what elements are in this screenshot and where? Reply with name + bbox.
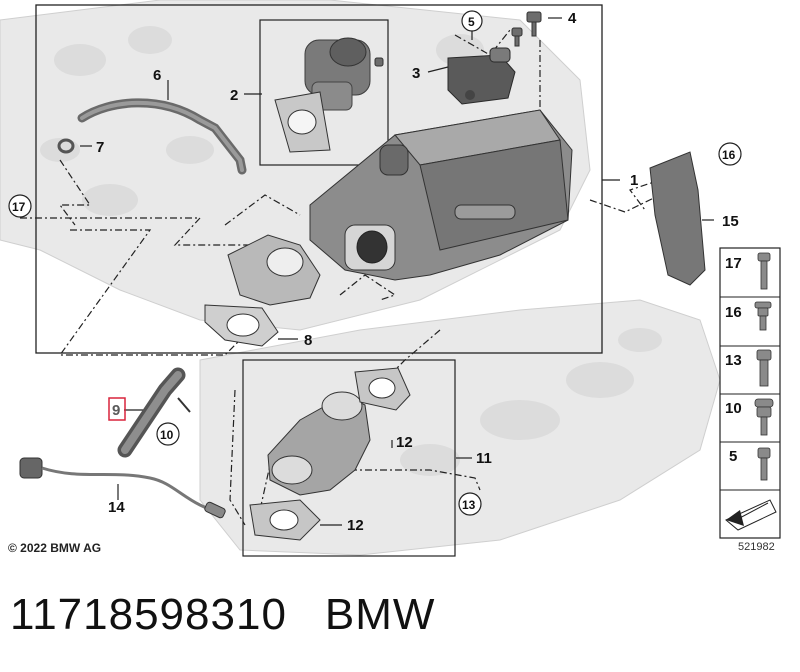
legend-item-13: 13 — [725, 352, 742, 369]
o-ring-7 — [57, 138, 75, 154]
callout-17: 17 — [12, 200, 26, 214]
gasket-12-upper — [354, 367, 411, 411]
legend-item-17: 17 — [725, 255, 742, 272]
callout-12-lower: 12 — [347, 517, 364, 534]
assembly-lines — [20, 29, 691, 526]
egr-cooler-1 — [309, 109, 573, 281]
gasket-8 — [204, 304, 279, 347]
highlight-box-9 — [108, 397, 126, 421]
egr-pipe-11 — [267, 391, 371, 496]
diagram-id: 521982 — [738, 541, 775, 553]
callout-4: 4 — [568, 10, 577, 27]
heat-shield-15 — [649, 151, 706, 286]
bolt-icon-10 — [754, 398, 774, 436]
pipe-detail-frame — [242, 359, 456, 557]
bolt-icon-13 — [756, 349, 772, 387]
gasket-12-lower — [249, 499, 321, 541]
bolt-icon-16 — [754, 301, 772, 331]
callout-9: 9 — [112, 402, 120, 419]
fastener-legend: 17 16 13 10 5 — [719, 247, 781, 539]
callout-circle-16 — [718, 142, 742, 166]
callout-circle-10 — [156, 422, 180, 446]
valve-detail-frame — [259, 19, 389, 166]
screw-5 — [374, 27, 523, 67]
callout-7: 7 — [96, 139, 104, 156]
callout-14: 14 — [108, 499, 125, 516]
legend-item-16: 16 — [725, 304, 742, 321]
callout-2: 2 — [230, 87, 238, 104]
part-number: 11718598310 — [10, 590, 287, 639]
egr-pipe-9 — [117, 367, 191, 458]
callout-1: 1 — [630, 172, 638, 189]
callout-circle-13 — [458, 492, 482, 516]
assembly-frame — [35, 4, 603, 354]
outlet-flange — [227, 234, 321, 306]
temperature-sensor-14 — [19, 457, 226, 519]
callout-3: 3 — [412, 65, 420, 82]
screw-4 — [526, 11, 542, 37]
flat-washer-arrow-icon — [725, 499, 777, 531]
callout-10: 10 — [160, 428, 174, 442]
callout-8: 8 — [304, 332, 312, 349]
callout-11: 11 — [476, 450, 492, 467]
callout-circle-5 — [461, 10, 483, 32]
callout-circle-17 — [8, 194, 32, 218]
legend-item-10: 10 — [725, 400, 742, 417]
copyright-notice: © 2022 BMW AG — [8, 541, 102, 555]
callout-16: 16 — [722, 148, 736, 162]
exploded-parts-diagram: 1 2 3 4 5 6 7 8 9 10 11 12 12 13 14 15 1… — [0, 0, 781, 557]
callout-13: 13 — [462, 498, 476, 512]
brand-name: BMW — [324, 590, 436, 639]
callout-5: 5 — [468, 15, 475, 29]
callout-12-upper: 12 — [396, 434, 413, 451]
bolt-icon-17 — [757, 252, 771, 290]
callout-15: 15 — [722, 213, 739, 230]
bolt-icon-5 — [757, 447, 771, 481]
egr-valve-2 — [274, 37, 371, 153]
callout-6: 6 — [153, 67, 161, 84]
leader-lines — [80, 17, 714, 526]
legend-item-5: 5 — [729, 448, 737, 465]
part-caption: 11718598310 BMW — [10, 590, 473, 640]
actuator-3 — [447, 47, 516, 105]
